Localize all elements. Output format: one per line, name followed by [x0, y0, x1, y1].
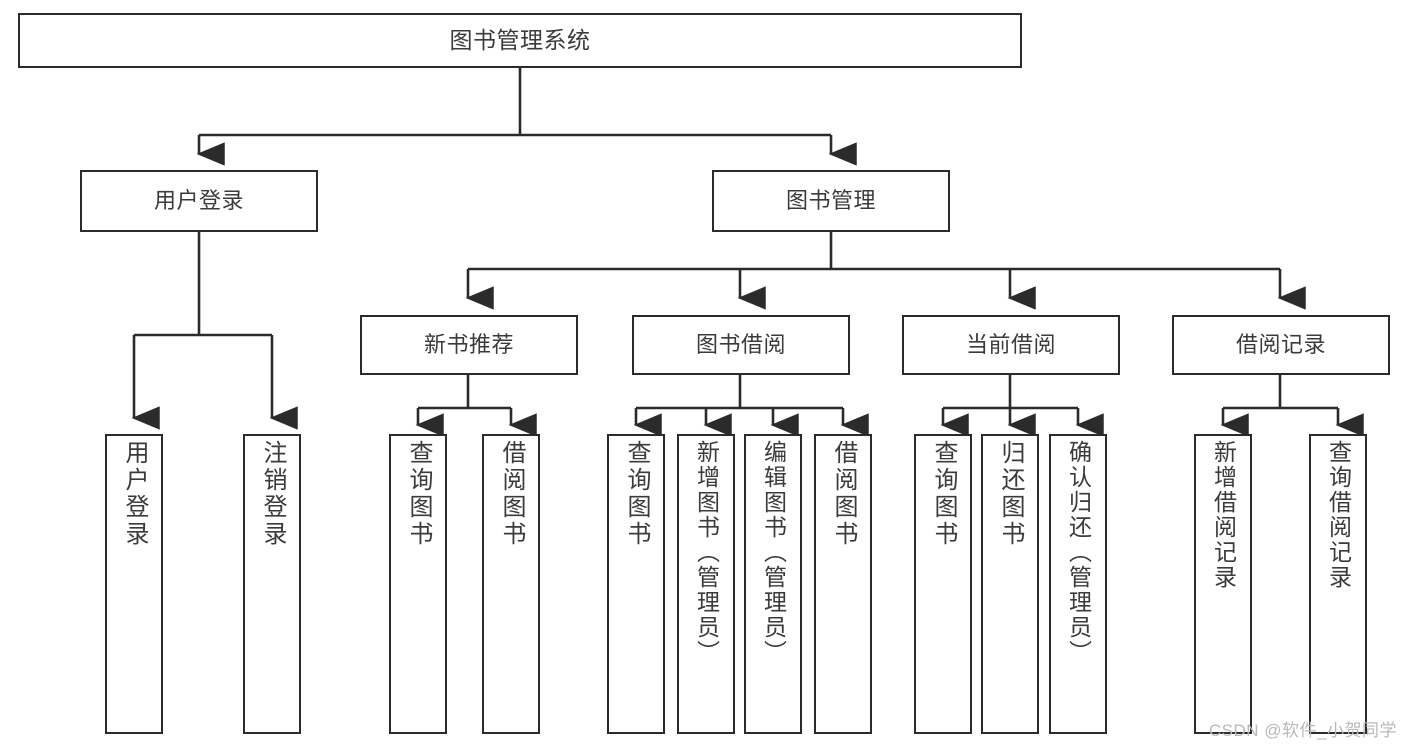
node-label: 借阅图书 — [498, 440, 525, 548]
node-leaf-return-book[interactable]: 归还图书 — [981, 434, 1039, 734]
node-label: 图书管理 — [785, 187, 876, 213]
node-label: 新书推荐 — [423, 331, 514, 357]
node-label: 借阅图书 — [830, 440, 857, 548]
node-label: 编辑图书（管理员） — [760, 440, 787, 665]
node-current-borrow[interactable]: 当前借阅 — [902, 315, 1120, 375]
node-user-login[interactable]: 用户登录 — [80, 170, 318, 232]
node-label: 新增借阅记录 — [1210, 440, 1237, 590]
node-leaf-query-book-borrow[interactable]: 查询图书 — [607, 434, 665, 734]
node-label: 图书管理系统 — [449, 26, 591, 53]
node-label: 查询图书 — [623, 440, 650, 548]
node-leaf-borrow-book-recommend[interactable]: 借阅图书 — [482, 434, 540, 734]
node-label: 查询借阅记录 — [1325, 440, 1352, 590]
node-label: 图书借阅 — [695, 331, 786, 357]
node-borrow-records[interactable]: 借阅记录 — [1172, 315, 1390, 375]
node-label: 归还图书 — [997, 440, 1024, 548]
node-leaf-add-borrow-record[interactable]: 新增借阅记录 — [1194, 434, 1252, 734]
node-leaf-query-book-recommend[interactable]: 查询图书 — [389, 434, 447, 734]
node-leaf-query-book-current[interactable]: 查询图书 — [914, 434, 972, 734]
node-root-system[interactable]: 图书管理系统 — [18, 13, 1022, 68]
node-label: 注销登录 — [259, 440, 286, 548]
node-label: 查询图书 — [930, 440, 957, 548]
node-label: 当前借阅 — [965, 331, 1056, 357]
node-label: 确认归还（管理员） — [1065, 440, 1092, 665]
node-label: 用户登录 — [121, 440, 148, 548]
node-leaf-user-login[interactable]: 用户登录 — [105, 434, 163, 734]
node-book-borrow[interactable]: 图书借阅 — [632, 315, 850, 375]
node-label: 借阅记录 — [1235, 331, 1326, 357]
node-leaf-add-book-admin[interactable]: 新增图书（管理员） — [677, 434, 735, 734]
node-book-management[interactable]: 图书管理 — [712, 170, 950, 232]
node-label: 新增图书（管理员） — [693, 440, 720, 665]
node-label: 查询图书 — [405, 440, 432, 548]
watermark-text: CSDN @软件_小贺同学 — [1208, 721, 1397, 740]
node-leaf-logout[interactable]: 注销登录 — [243, 434, 301, 734]
node-leaf-borrow-book[interactable]: 借阅图书 — [814, 434, 872, 734]
node-leaf-query-borrow-record[interactable]: 查询借阅记录 — [1309, 434, 1367, 734]
node-leaf-confirm-return-admin[interactable]: 确认归还（管理员） — [1049, 434, 1107, 734]
node-new-book-recommend[interactable]: 新书推荐 — [360, 315, 578, 375]
node-label: 用户登录 — [153, 187, 244, 213]
node-leaf-edit-book-admin[interactable]: 编辑图书（管理员） — [744, 434, 802, 734]
